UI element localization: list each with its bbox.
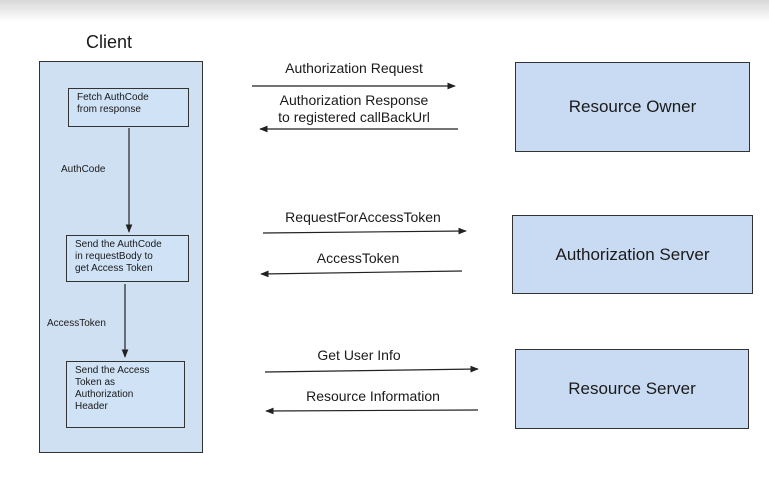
authcode-label: AuthCode	[61, 164, 106, 175]
client-title: Client	[86, 32, 133, 52]
flow-request-access-token: RequestForAccessToken	[285, 209, 441, 225]
resource-server-box: Resource Server	[515, 349, 749, 429]
authorization-server-box: Authorization Server	[512, 215, 753, 294]
arrow-access-token	[260, 270, 463, 278]
client-step-send-access-token: Send the Access Token as Authorization H…	[66, 361, 185, 428]
arrow-get-user-info	[264, 365, 479, 373]
accesstoken-label: AccessToken	[47, 318, 106, 329]
flow-authorization-request: Authorization Request	[285, 60, 423, 76]
flow-resource-information: Resource Information	[306, 388, 440, 404]
arrow-request-access-token	[262, 227, 467, 235]
flow-authorization-response: Authorization Response to registered cal…	[278, 92, 430, 125]
resource-owner-box: Resource Owner	[515, 62, 750, 152]
client-step-send-authcode: Send the AuthCode in requestBody to get …	[66, 235, 189, 282]
top-shade	[0, 0, 769, 22]
flow-access-token: AccessToken	[316, 250, 400, 266]
arrow-resource-information	[265, 407, 479, 415]
client-step-fetch-authcode: Fetch AuthCode from response	[68, 88, 189, 127]
flow-get-user-info: Get User Info	[317, 347, 401, 363]
